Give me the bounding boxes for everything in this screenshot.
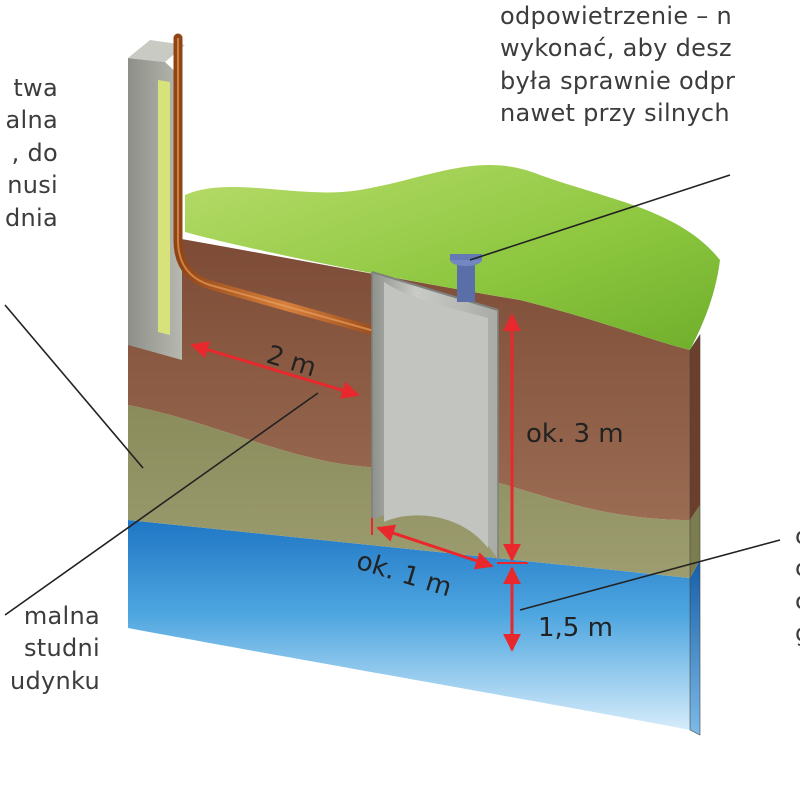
leader-line-vent (469, 174, 731, 261)
groundwater-side (690, 560, 700, 735)
annotation-left-top: twa alna , do nusi dnia (4, 74, 58, 232)
label-clearance: 1,5 m (538, 613, 613, 643)
vent-pipe (450, 254, 482, 302)
leader-line-right (519, 539, 781, 611)
arrow-distance (190, 341, 360, 399)
label-depth: ok. 3 m (526, 419, 624, 449)
soil-side (690, 335, 700, 520)
leader-line-left-bottom (4, 392, 319, 616)
leader-line-left-top (4, 304, 144, 469)
annotation-left-bottom: malna studni udynku (9, 602, 100, 695)
groundwater-layer (128, 520, 690, 730)
annotation-vent: odpowietrzenie – n wykonać, aby desz był… (500, 2, 736, 128)
wall-insulation (158, 80, 170, 335)
clay-side (690, 505, 700, 578)
arrow-diameter (376, 524, 494, 570)
annotation-right-edge: c c c g (795, 520, 800, 650)
